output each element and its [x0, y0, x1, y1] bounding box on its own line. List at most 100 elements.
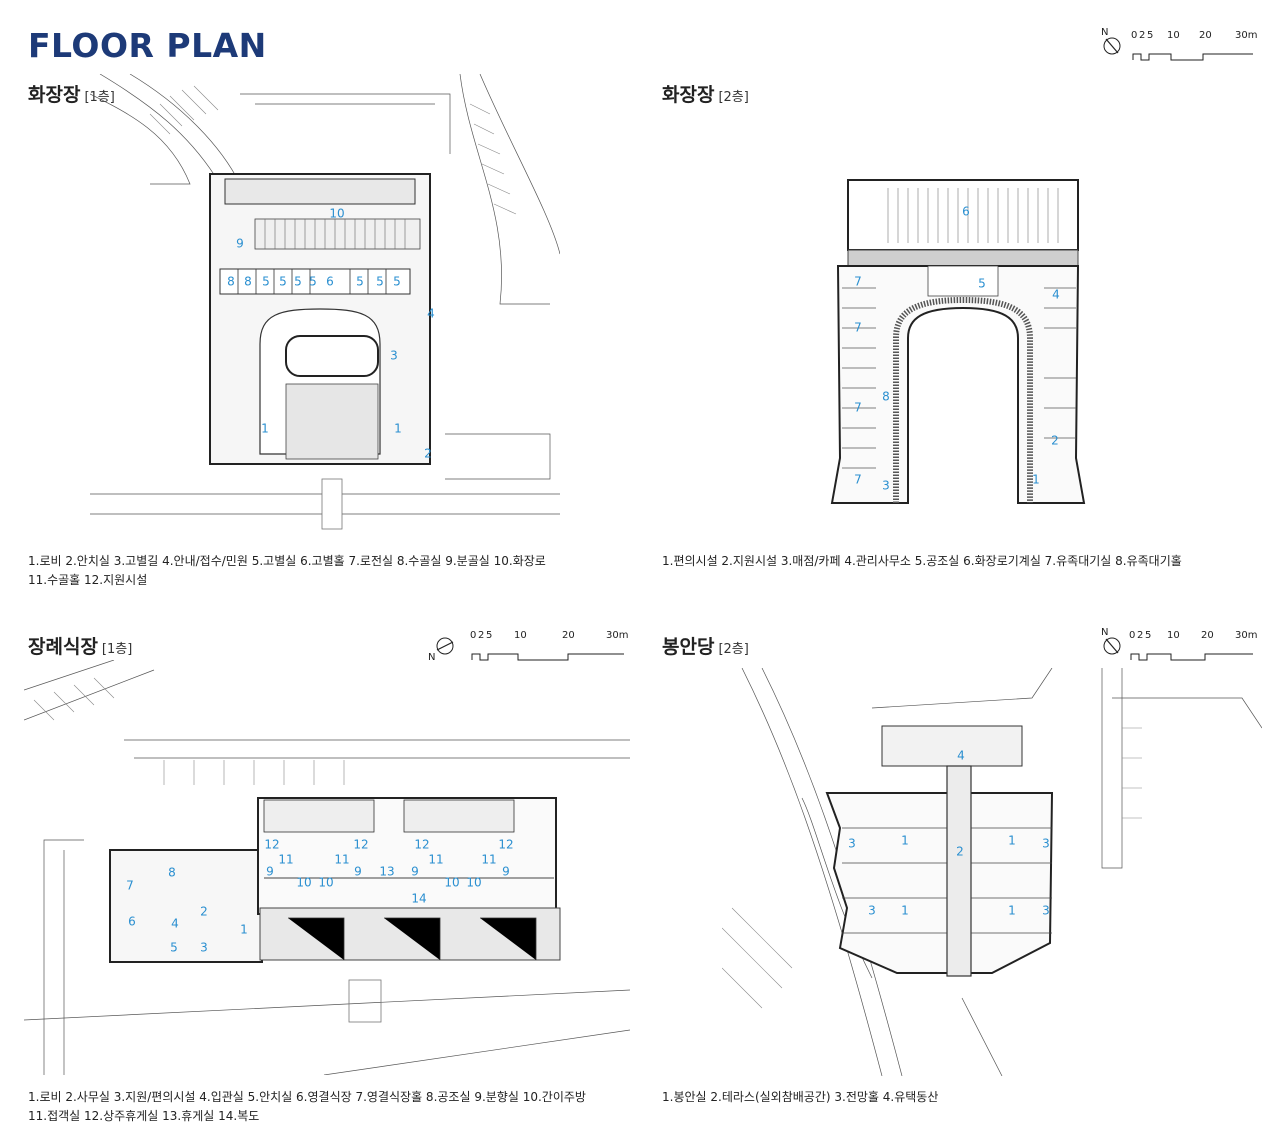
svg-text:2: 2 — [478, 630, 484, 641]
plan2-title: 화장장[2층] — [662, 80, 749, 107]
plan3-label-10a: 10 — [296, 876, 311, 890]
plan2-legend-line1: 1.편의시설 2.지원시설 3.매점/카페 4.관리사무소 5.공조실 6.화장… — [662, 554, 1182, 568]
plan2-label-6: 6 — [962, 205, 970, 219]
scale-bar-plan4: N 0 2 5 10 20 30m — [1101, 627, 1257, 661]
plan3-label-14: 14 — [411, 892, 426, 906]
plan1-label-3: 3 — [390, 349, 398, 363]
plan1-label-4: 4 — [427, 307, 435, 321]
plan3-label-5: 5 — [170, 941, 178, 955]
svg-text:20: 20 — [562, 630, 575, 641]
plan1-label-5d: 5 — [309, 275, 317, 289]
plan1-label-5a: 5 — [262, 275, 270, 289]
plan3-label-8: 8 — [168, 866, 176, 880]
plan2-label-2: 2 — [1051, 434, 1059, 448]
plan3-label-12d: 12 — [498, 838, 513, 852]
svg-text:0: 0 — [1129, 630, 1135, 641]
plan1-label-5c: 5 — [294, 275, 302, 289]
plan1-label-5e: 5 — [356, 275, 364, 289]
plan3-label-12c: 12 — [414, 838, 429, 852]
plan2-label-7d: 7 — [854, 473, 862, 487]
plan4-drawing: 4 3 1 2 1 3 1 1 3 3 — [722, 668, 1262, 1076]
plan4-label-3a: 3 — [848, 837, 856, 851]
plan2-floor: [2층] — [718, 90, 749, 105]
plan1-label-6: 6 — [326, 275, 334, 289]
plan3-label-9b: 9 — [354, 865, 362, 879]
plan3-label-11b: 11 — [334, 853, 349, 867]
svg-text:10: 10 — [1167, 30, 1180, 41]
plan2-label-4: 4 — [1052, 288, 1060, 302]
svg-text:N: N — [428, 652, 435, 663]
plan1-label-9: 9 — [236, 237, 244, 251]
svg-text:0: 0 — [1131, 30, 1137, 41]
plan3-label-10b: 10 — [318, 876, 333, 890]
plan1-floor: [1층] — [84, 90, 115, 105]
svg-text:N: N — [1101, 27, 1108, 38]
plan1-label-1b: 1 — [394, 422, 402, 436]
plan2-label-5: 5 — [978, 277, 986, 291]
plan3-label-9d: 9 — [502, 865, 510, 879]
svg-text:30m: 30m — [1235, 30, 1257, 41]
plan3-label-11c: 11 — [428, 853, 443, 867]
svg-text:2: 2 — [1139, 30, 1145, 41]
plan3-label-13: 13 — [379, 865, 394, 879]
svg-text:20: 20 — [1201, 630, 1214, 641]
plan1-legend-line1: 1.로비 2.안치실 3.고별길 4.안내/접수/민원 5.고별실 6.고별홀 … — [28, 554, 546, 568]
plan1-label-5b: 5 — [279, 275, 287, 289]
svg-text:2: 2 — [1137, 630, 1143, 641]
plan3-floor: [1층] — [101, 642, 133, 657]
plan2-drawing: 6 5 7 4 8 2 3 1 7 7 7 — [830, 179, 1086, 504]
plan3-label-12a: 12 — [264, 838, 279, 852]
plan4-label-4: 4 — [957, 749, 965, 763]
plan3-label-7: 7 — [126, 879, 134, 893]
svg-text:5: 5 — [486, 630, 492, 641]
plan1-label-8b: 8 — [244, 275, 252, 289]
plan3-label-11d: 11 — [481, 853, 496, 867]
plan4-label-3c: 3 — [868, 904, 876, 918]
svg-text:5: 5 — [1147, 30, 1153, 41]
plan1-label-1a: 1 — [261, 422, 269, 436]
plan4-floor: [2층] — [718, 642, 749, 657]
plan3-label-3: 3 — [200, 941, 208, 955]
plan4-label-3b: 3 — [1042, 837, 1050, 851]
svg-text:N: N — [1101, 627, 1108, 638]
plan2-label-3: 3 — [882, 479, 890, 493]
plan1-label-2: 2 — [424, 447, 432, 461]
plan3-legend-line2: 11.접객실 12.상주휴게실 13.휴게실 14.복도 — [28, 1109, 260, 1123]
plan2-label-8: 8 — [882, 390, 890, 404]
plan3-label-2: 2 — [200, 905, 208, 919]
svg-text:30m: 30m — [606, 630, 628, 641]
plan1-label-5f: 5 — [376, 275, 384, 289]
page-title: FLOOR PLAN — [28, 26, 267, 65]
plan3-label-9a: 9 — [266, 865, 274, 879]
plan3-title: 장례식장[1층] — [28, 632, 132, 659]
svg-text:0: 0 — [470, 630, 476, 641]
plan1-label-8a: 8 — [227, 275, 235, 289]
plan2-label-7b: 7 — [854, 321, 862, 335]
svg-text:5: 5 — [1145, 630, 1151, 641]
plan3-legend: 1.로비 2.사무실 3.지원/편의시설 4.입관실 5.안치실 6.영결식장 … — [28, 1088, 586, 1126]
plan4-legend: 1.봉안실 2.테라스(실외참배공간) 3.전망홀 4.유택동산 — [662, 1088, 938, 1107]
plan3-drawing: 12 12 11 11 9 9 10 10 12 12 11 11 9 9 10… — [24, 660, 630, 1075]
plan4-label-1c: 1 — [901, 904, 909, 918]
plan1-legend: 1.로비 2.안치실 3.고별길 4.안내/접수/민원 5.고별실 6.고별홀 … — [28, 552, 546, 590]
svg-text:10: 10 — [514, 630, 527, 641]
plan3-label-1: 1 — [240, 923, 248, 937]
plan2-label-7c: 7 — [854, 401, 862, 415]
plan3-label-11a: 11 — [278, 853, 293, 867]
plan2-legend: 1.편의시설 2.지원시설 3.매점/카페 4.관리사무소 5.공조실 6.화장… — [662, 552, 1182, 571]
plan1-label-10: 10 — [329, 207, 344, 221]
plan4-label-2: 2 — [956, 845, 964, 859]
plan3-label-12b: 12 — [353, 838, 368, 852]
plan3-label-10c: 10 — [444, 876, 459, 890]
plan4-label-1b: 1 — [1008, 834, 1016, 848]
plan3-label-6: 6 — [128, 915, 136, 929]
plan1-title-text: 화장장 — [28, 84, 81, 106]
plan4-title: 봉안당[2층] — [662, 632, 749, 659]
plan1-title: 화장장[1층] — [28, 80, 115, 107]
plan4-title-text: 봉안당 — [662, 636, 715, 658]
plan4-label-1d: 1 — [1008, 904, 1016, 918]
plan4-label-3d: 3 — [1042, 904, 1050, 918]
svg-text:10: 10 — [1167, 630, 1180, 641]
plan4-label-1a: 1 — [901, 834, 909, 848]
plan2-label-1: 1 — [1032, 473, 1040, 487]
